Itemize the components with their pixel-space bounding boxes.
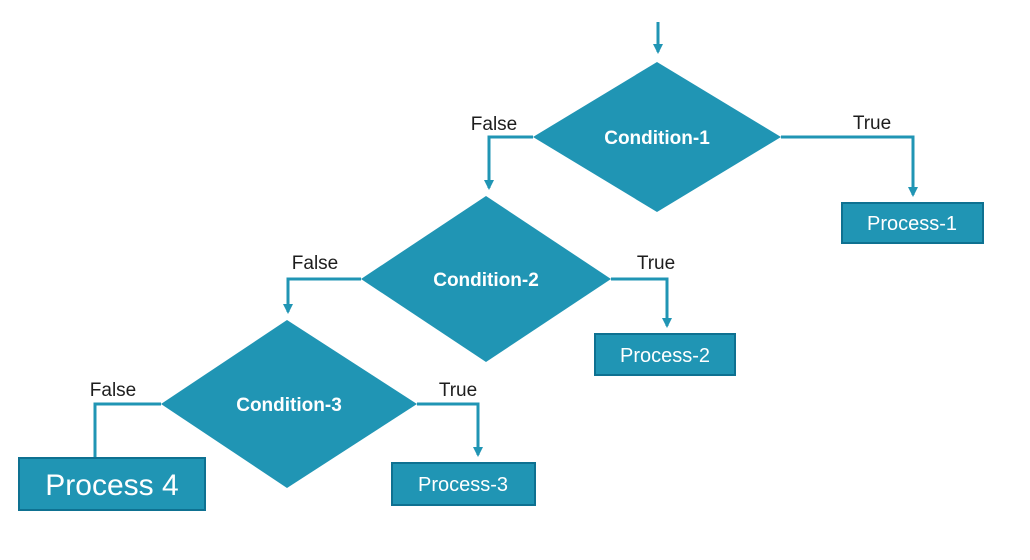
condition-1-false-label: False — [471, 114, 517, 135]
process-3-box — [391, 462, 536, 506]
process-1-label: Process-1 — [867, 213, 957, 235]
condition-1-false-connector — [484, 135, 533, 190]
process-2-box — [594, 333, 736, 376]
condition-1-true-label: True — [853, 113, 891, 134]
condition-3-label: Condition-3 — [236, 395, 342, 416]
process-1-box — [841, 202, 984, 244]
condition-3-true-label: True — [439, 380, 477, 401]
condition-1-true-connector — [781, 135, 918, 197]
condition-1-diamond — [533, 62, 781, 212]
condition-3-diamond — [161, 320, 417, 488]
condition-2-true-label: True — [637, 253, 675, 274]
condition-3-false-connector — [93, 402, 161, 458]
process-4-label: Process 4 — [45, 469, 178, 502]
process-3-label: Process-3 — [418, 474, 508, 496]
process-4-box — [18, 457, 206, 511]
condition-3-false-label: False — [90, 380, 136, 401]
condition-1-label: Condition-1 — [604, 128, 710, 149]
condition-2-diamond — [361, 196, 611, 362]
condition-3-true-connector — [417, 402, 483, 457]
condition-2-false-label: False — [292, 253, 338, 274]
condition-2-label: Condition-2 — [433, 270, 539, 291]
process-2-label: Process-2 — [620, 345, 710, 367]
condition-2-true-connector — [611, 277, 672, 328]
condition-2-false-connector — [283, 277, 361, 314]
